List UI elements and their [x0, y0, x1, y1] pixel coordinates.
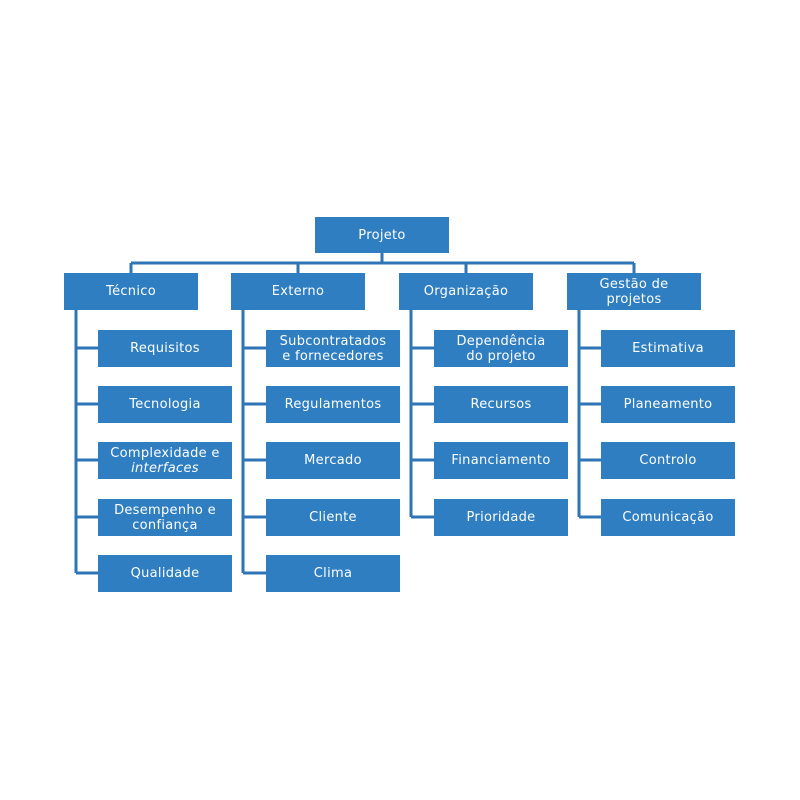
node-child: Mercado: [266, 442, 400, 479]
node-root-label: Projeto: [358, 227, 406, 243]
node-child-label: Subcontratados: [279, 333, 387, 349]
node-child-label: Dependência: [456, 333, 546, 349]
node-child: Regulamentos: [266, 386, 400, 423]
node-child-label: Qualidade: [130, 566, 200, 581]
node-child-label: interfaces: [131, 460, 199, 476]
node-category-tecnico: Técnico: [64, 273, 198, 310]
node-child-label: Financiamento: [451, 453, 551, 468]
node-child: Prioridade: [434, 499, 568, 536]
node-child: Controlo: [601, 442, 735, 479]
node-child: Financiamento: [434, 442, 568, 479]
node-child: Comunicação: [601, 499, 735, 536]
node-child-label: Recursos: [470, 397, 532, 412]
node-child-label: Clima: [313, 566, 353, 581]
category-label-line: Técnico: [106, 284, 156, 299]
category-label-line: Organização: [423, 284, 509, 299]
category-label: Externo: [272, 284, 324, 299]
node-child: Qualidade: [98, 555, 232, 592]
node-child-label: Estimativa: [632, 341, 704, 356]
node-child-label: Desempenho e: [114, 502, 216, 518]
node-child: Tecnologia: [98, 386, 232, 423]
node-child: Clima: [266, 555, 400, 592]
node-child: Recursos: [434, 386, 568, 423]
node-child: Estimativa: [601, 330, 735, 367]
category-label: Técnico: [106, 284, 156, 299]
node-child: Requisitos: [98, 330, 232, 367]
category-label: Organização: [424, 284, 509, 299]
node-category-organizacao: Organização: [399, 273, 533, 310]
category-label-line: Gestão de: [599, 276, 669, 292]
node-child-label: Tecnologia: [129, 397, 201, 412]
node-child-label: Complexidade e: [110, 445, 220, 461]
node-category-externo: Externo: [231, 273, 365, 310]
node-child-label: do projeto: [466, 348, 536, 364]
node-child-label: confiança: [132, 517, 198, 533]
node-child-label: Comunicação: [622, 510, 714, 525]
node-child-label: Controlo: [639, 453, 697, 468]
node-child-label: Regulamentos: [284, 397, 382, 412]
node-child-label: Planeamento: [623, 397, 713, 412]
node-child: Planeamento: [601, 386, 735, 423]
node-root: Projeto: [315, 217, 449, 253]
category-label-line: Externo: [271, 284, 325, 299]
node-child-label: Prioridade: [466, 510, 536, 525]
category-label-line: projetos: [606, 291, 662, 307]
node-child-label: e fornecedores: [282, 348, 384, 364]
node-child: Cliente: [266, 499, 400, 536]
node-child-label: Cliente: [309, 510, 357, 525]
node-child-label: Mercado: [304, 453, 362, 468]
node-child-label: Requisitos: [130, 341, 200, 356]
